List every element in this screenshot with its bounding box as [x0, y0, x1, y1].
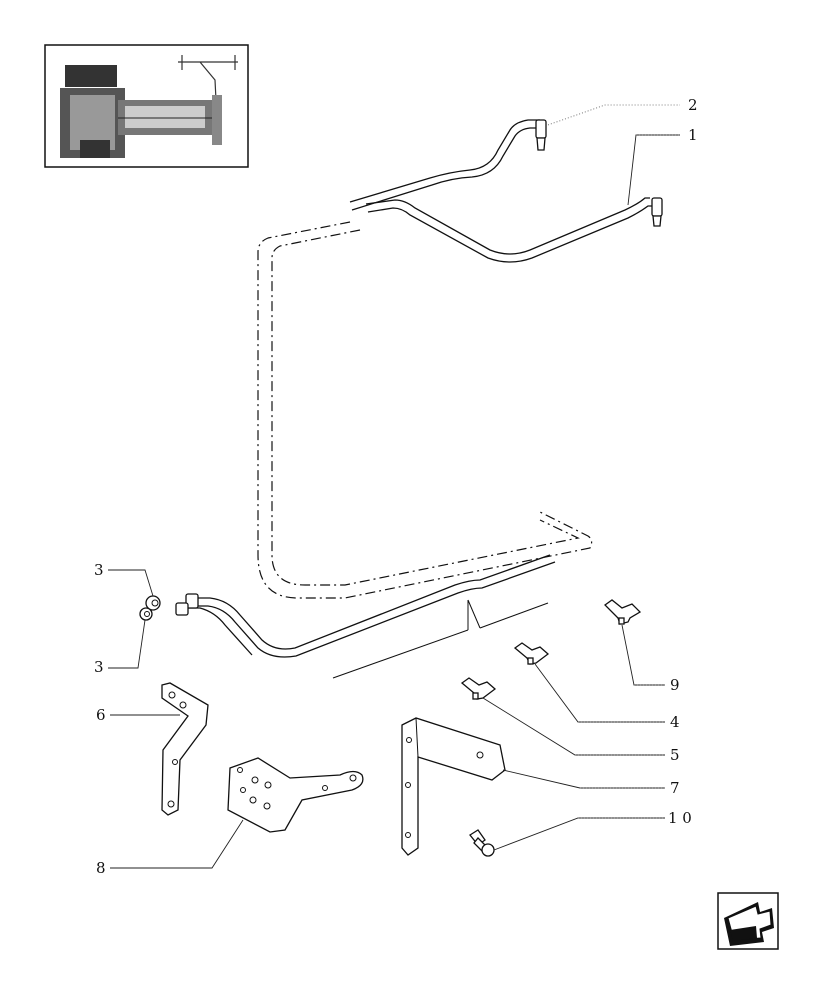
pipe-part-2[interactable] [349, 119, 547, 211]
clip-part-4[interactable] [513, 642, 550, 665]
leader-lines [108, 104, 680, 869]
bracket-part-7[interactable] [401, 717, 506, 856]
callout-3-lower: 3 [94, 658, 104, 676]
callout-8: 8 [96, 859, 106, 877]
pipe-part-1[interactable] [365, 197, 663, 263]
clip-part-9[interactable] [603, 599, 642, 625]
callout-9: 9 [670, 676, 680, 694]
callout-10: 1 0 [668, 809, 692, 827]
section-break-lines [332, 599, 549, 679]
plate-part-8[interactable] [227, 757, 364, 833]
bracket-part-6[interactable] [161, 682, 209, 816]
pipe-routing-phantom-line [257, 221, 593, 599]
back-arrow-icon[interactable] [717, 892, 779, 950]
callout-1: 1 [688, 126, 698, 144]
callout-6: 6 [96, 706, 106, 724]
lower-pipe-pair[interactable] [175, 554, 556, 658]
callout-labels: 2 1 3 3 6 9 4 5 7 1 0 8 [94, 96, 698, 877]
nut-part-3-lower[interactable] [139, 607, 153, 621]
callout-5: 5 [670, 746, 680, 764]
callout-3-upper: 3 [94, 561, 104, 579]
callout-2: 2 [688, 96, 698, 114]
clip-part-5[interactable] [460, 677, 497, 700]
callout-7: 7 [670, 779, 680, 797]
bolt-part-10[interactable] [469, 829, 495, 857]
nut-part-3-upper[interactable] [145, 595, 161, 611]
callout-4: 4 [670, 713, 680, 731]
tractor-section-thumbnail-icon[interactable] [44, 44, 249, 168]
